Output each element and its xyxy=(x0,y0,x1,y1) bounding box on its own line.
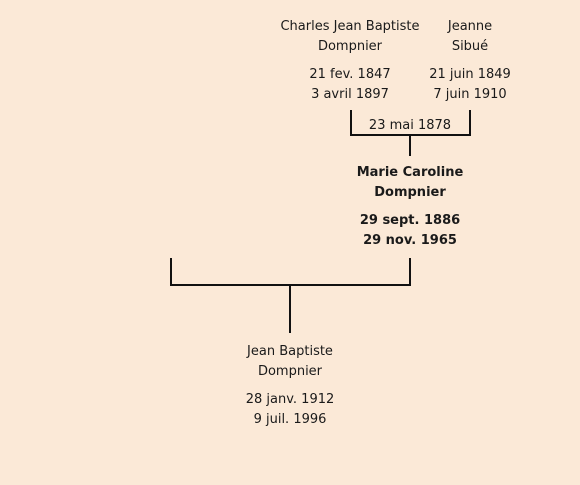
child-name-line1: Jean Baptiste xyxy=(247,344,333,359)
child-card[interactable]: Jean Baptiste Dompnier 28 janv. 1912 9 j… xyxy=(220,342,360,430)
father-card[interactable]: Charles Jean Baptiste Dompnier 21 fev. 1… xyxy=(270,17,430,105)
child-birth-date: 28 janv. 1912 xyxy=(245,392,335,407)
child-name-line2: Dompnier xyxy=(257,364,323,379)
child-death-date: 9 juil. 1996 xyxy=(253,412,327,427)
father-name-line1: Charles Jean Baptiste xyxy=(280,19,420,34)
father-death-date: 3 avril 1897 xyxy=(311,87,389,102)
mother-drop-line xyxy=(469,110,471,136)
mother-death-date: 7 juin 1910 xyxy=(433,87,507,102)
focus-person-name-line2: Dompnier xyxy=(374,185,446,200)
father-birth-date: 21 fev. 1847 xyxy=(309,67,391,82)
mother-birth-date: 21 juin 1849 xyxy=(429,67,511,82)
couple-bracket-line xyxy=(170,284,411,286)
mother-name-line1: Jeanne xyxy=(447,19,493,34)
father-drop-line xyxy=(350,110,352,136)
parents-bracket-line xyxy=(350,134,471,136)
spouse-drop-line xyxy=(170,258,172,286)
focus-drop-line xyxy=(409,258,411,286)
couple-to-child-line xyxy=(289,286,291,333)
focus-person-card[interactable]: Marie Caroline Dompnier 29 sept. 1886 29… xyxy=(340,163,480,251)
father-name-line2: Dompnier xyxy=(317,39,383,54)
marriage-date: 23 mai 1878 xyxy=(368,118,452,133)
mother-name-line2: Sibué xyxy=(451,39,489,54)
focus-person-death-date: 29 nov. 1965 xyxy=(363,233,457,248)
focus-person-name-line1: Marie Caroline xyxy=(356,165,464,180)
focus-person-birth-date: 29 sept. 1886 xyxy=(359,213,461,228)
mother-card[interactable]: Jeanne Sibué 21 juin 1849 7 juin 1910 xyxy=(420,17,520,105)
parents-to-focus-line xyxy=(409,136,411,156)
